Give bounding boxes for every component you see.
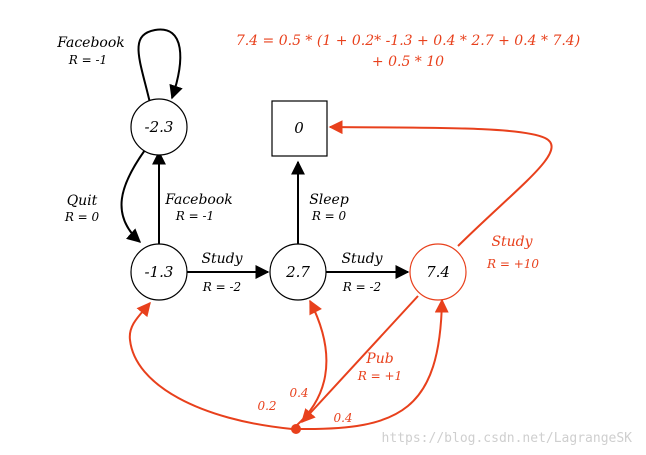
edge-pub <box>301 295 419 424</box>
state-node-right <box>409 243 467 301</box>
state-node-left <box>130 243 188 301</box>
equation-line-2: + 0.5 * 10 <box>372 54 444 70</box>
terminal-node <box>271 100 328 157</box>
state-node-top <box>130 98 188 156</box>
label-pub-action: Pub <box>365 351 393 367</box>
state-value-right: 7.4 <box>426 263 450 281</box>
edge-study-3 <box>328 120 553 247</box>
label-prob-middle: 0.4 <box>289 386 308 400</box>
label-sleep-reward: R = 0 <box>311 209 347 223</box>
label-quit-action: Quit <box>67 193 98 209</box>
equation-line-1: 7.4 = 0.5 * (1 + 0.2* -1.3 + 0.4 * 2.7 +… <box>236 33 580 49</box>
edge-prob-right <box>299 298 449 431</box>
label-facebook-loop-reward: R = -1 <box>68 53 107 67</box>
state-value-top: -2.3 <box>145 118 174 136</box>
label-study-2-action: Study <box>341 251 383 267</box>
chance-node <box>291 424 301 434</box>
label-prob-left: 0.2 <box>257 399 276 413</box>
terminal-value: 0 <box>294 119 304 137</box>
edge-facebook-loop <box>137 28 183 104</box>
label-facebook-up-action: Facebook <box>164 192 233 208</box>
label-pub-reward: R = +1 <box>357 369 402 383</box>
label-quit-reward: R = 0 <box>64 210 100 224</box>
edge-prob-middle <box>295 299 328 427</box>
state-value-left: -1.3 <box>145 263 174 281</box>
watermark: https://blog.csdn.net/LagrangeSK <box>382 431 633 446</box>
label-study-3-reward: R = +10 <box>486 257 539 271</box>
state-node-middle <box>269 243 327 301</box>
label-sleep-action: Sleep <box>309 192 349 208</box>
label-study-2-reward: R = -2 <box>342 280 381 294</box>
label-study-1-reward: R = -2 <box>202 280 241 294</box>
label-study-1-action: Study <box>201 251 243 267</box>
edge-prob-left <box>128 301 293 430</box>
edge-quit <box>120 149 146 243</box>
label-study-3-action: Study <box>491 234 533 250</box>
label-facebook-loop-action: Facebook <box>56 35 125 51</box>
state-value-middle: 2.7 <box>285 263 310 281</box>
label-facebook-up-reward: R = -1 <box>175 209 214 223</box>
label-prob-right: 0.4 <box>333 411 352 425</box>
